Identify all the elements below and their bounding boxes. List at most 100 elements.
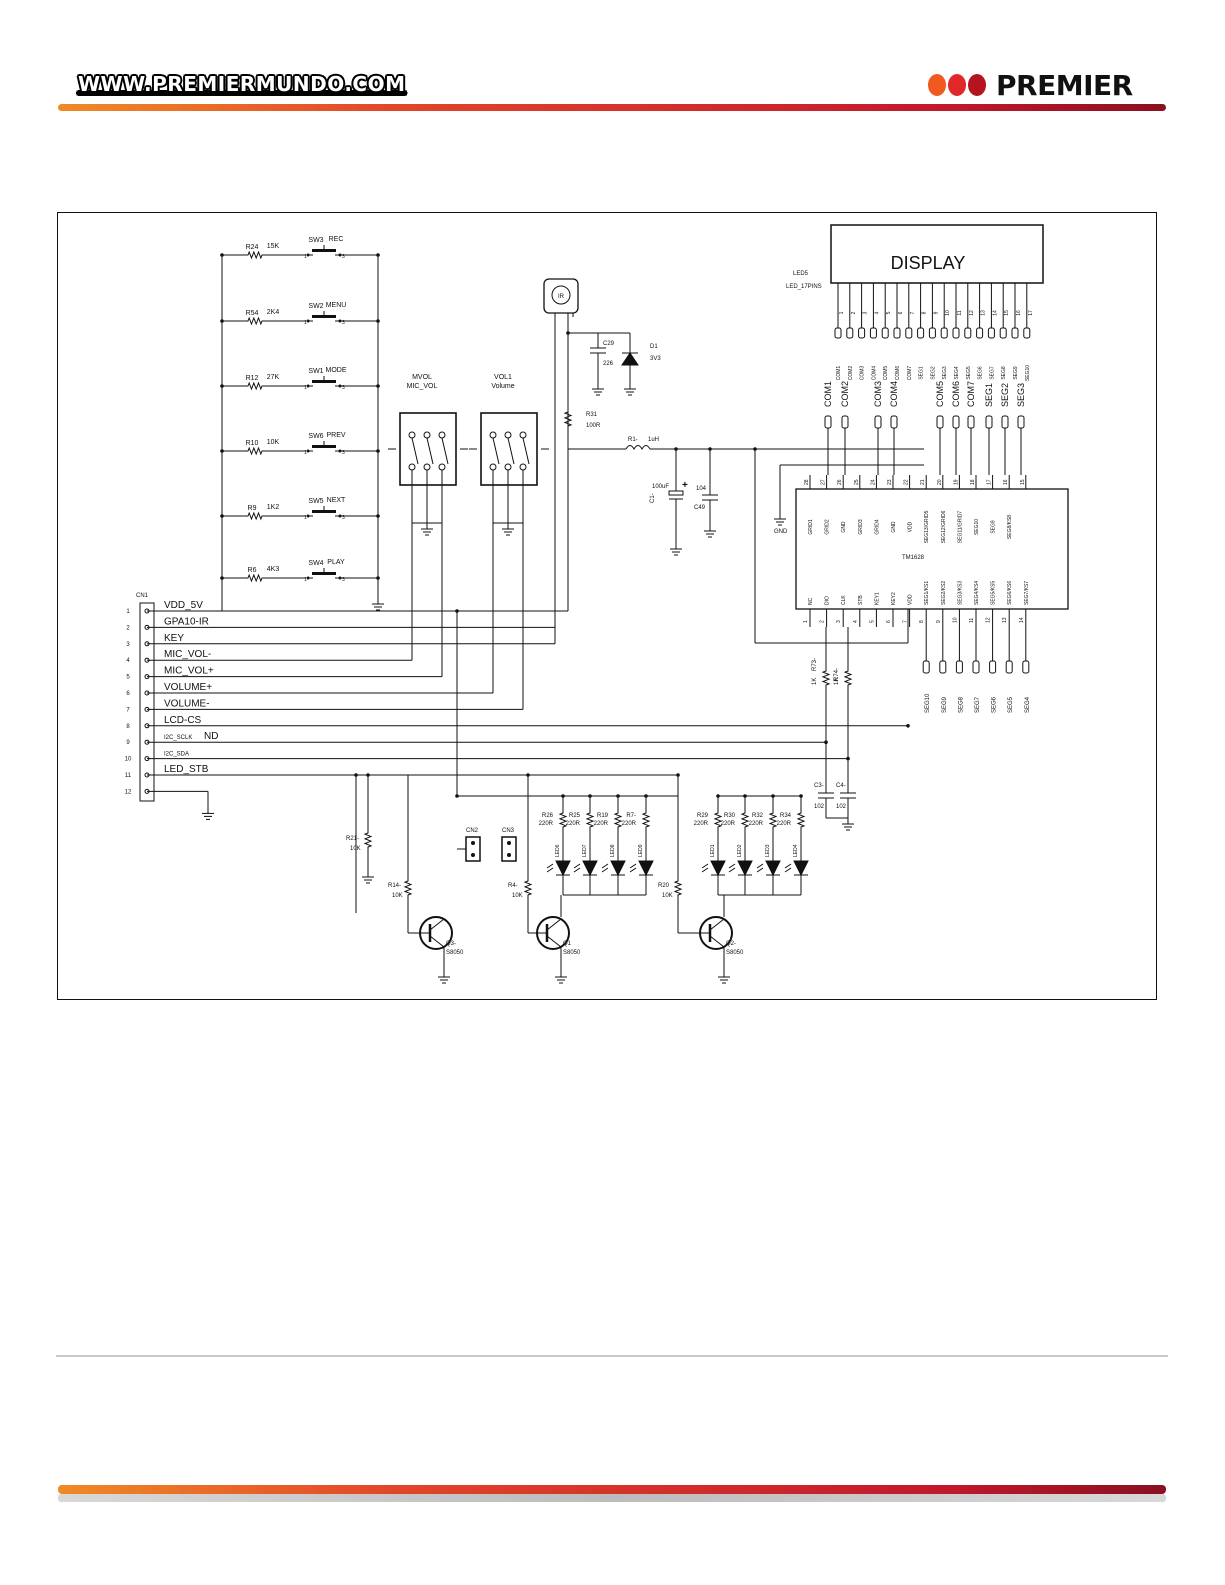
pin-name: SEG7/KS7 bbox=[1024, 581, 1030, 605]
switch-name: REC bbox=[329, 236, 344, 243]
logo-dot-icon bbox=[928, 74, 946, 96]
encoder-body bbox=[399, 412, 457, 486]
pin-number: 8 bbox=[922, 311, 928, 314]
transistor-ref: Q1 bbox=[563, 941, 572, 947]
switch-name: MENU bbox=[326, 302, 347, 309]
net-label: COM6 bbox=[951, 381, 961, 407]
inductor-value: 1uH bbox=[648, 437, 659, 443]
resistor-value: 10K bbox=[392, 893, 403, 899]
cap-value: 102 bbox=[836, 804, 847, 810]
pin-number: 23 bbox=[887, 479, 893, 485]
resistor-symbol bbox=[713, 809, 723, 831]
junction-dot bbox=[354, 773, 358, 777]
website-url[interactable]: WWW.PREMIERMUNDO.COM bbox=[78, 72, 406, 96]
encoder-contact bbox=[438, 431, 446, 439]
encoder-contact bbox=[489, 431, 497, 439]
resistor-value: 1K bbox=[812, 678, 818, 685]
jumper-pin bbox=[471, 853, 475, 857]
net-label: ND bbox=[204, 731, 218, 742]
led-symbol bbox=[710, 860, 726, 877]
resistor-symbol bbox=[563, 403, 573, 435]
resistor-value: 220R bbox=[539, 821, 554, 827]
resistor-symbol bbox=[641, 809, 651, 831]
wire bbox=[429, 918, 445, 931]
pin-name: SEG10 bbox=[1025, 365, 1031, 381]
switch-name: PREV bbox=[326, 432, 345, 439]
resistor-ref: R32 bbox=[752, 813, 764, 819]
pin-number: 14 bbox=[992, 310, 998, 316]
resistor-ref: R34 bbox=[780, 813, 792, 819]
pin-number: 3 bbox=[342, 450, 345, 456]
wire bbox=[709, 918, 725, 931]
net-port bbox=[922, 660, 930, 674]
transistor-ref: Q3- bbox=[446, 941, 456, 947]
net-label: SEG5 bbox=[1008, 696, 1014, 713]
net-port bbox=[1001, 415, 1009, 429]
wire bbox=[546, 867, 554, 873]
resistor-symbol bbox=[768, 809, 778, 831]
pin-number: 9 bbox=[936, 620, 942, 623]
led-symbol bbox=[610, 860, 626, 877]
inductor-ref: R1- bbox=[628, 437, 638, 443]
net-label: SEG7 bbox=[975, 696, 981, 713]
pin-name: SEG12/GRID6 bbox=[941, 510, 947, 543]
resistor-value: 220R bbox=[777, 821, 792, 827]
footer-bar-shadow bbox=[58, 1494, 1166, 1502]
ic-name: TM1628 bbox=[902, 555, 925, 561]
net-port bbox=[824, 415, 832, 429]
pin-name: SEG9 bbox=[1013, 366, 1019, 380]
pin-name: GRID2 bbox=[825, 519, 831, 535]
gnd-label: GND bbox=[774, 529, 788, 535]
display-pin bbox=[940, 327, 948, 339]
net-port bbox=[972, 660, 980, 674]
pin-name: COM5 bbox=[883, 366, 889, 381]
pin-number: 1 bbox=[304, 320, 307, 326]
pin-name: SEG9 bbox=[991, 520, 997, 534]
encoder-body bbox=[480, 412, 538, 486]
pin-number: 4 bbox=[853, 620, 859, 623]
net-port bbox=[989, 660, 997, 674]
switch-actuator bbox=[312, 445, 336, 448]
connector-body bbox=[139, 602, 155, 802]
resistor-symbol bbox=[222, 573, 288, 583]
pin-number: 14 bbox=[1019, 617, 1025, 623]
pin-name: GND bbox=[841, 521, 847, 533]
jumper-ref: CN3 bbox=[502, 828, 515, 834]
switch-actuator bbox=[312, 572, 336, 575]
jumper-body bbox=[465, 836, 481, 862]
encoder-contact bbox=[423, 431, 431, 439]
resistor-value: 10K bbox=[662, 893, 673, 899]
pin-number: 3 bbox=[342, 385, 345, 391]
pin-name: COM6 bbox=[895, 366, 901, 381]
resistor-value: 220R bbox=[749, 821, 764, 827]
brand-name: PREMIER bbox=[996, 68, 1133, 102]
encoder-ref: VOL1 bbox=[494, 374, 512, 381]
pin-number: 7 bbox=[910, 311, 916, 314]
pin-number: 22 bbox=[904, 479, 910, 485]
pin-name: SEG6/KS6 bbox=[1007, 581, 1013, 605]
transistor-part: S8050 bbox=[726, 950, 744, 956]
display-ref: LED5 bbox=[793, 271, 809, 277]
wire bbox=[441, 437, 449, 465]
switch-ref: SW3 bbox=[308, 237, 323, 244]
led-ref: LED8 bbox=[610, 844, 616, 857]
wire bbox=[629, 867, 637, 873]
resistor-symbol bbox=[558, 809, 568, 831]
switch-actuator bbox=[312, 510, 336, 513]
resistor-value: 220R bbox=[721, 821, 736, 827]
resistor-ref: R31 bbox=[586, 412, 598, 418]
resistor-value: 220R bbox=[694, 821, 709, 827]
resistor-ref: R10 bbox=[246, 440, 259, 447]
net-port bbox=[841, 415, 849, 429]
wire bbox=[601, 863, 609, 869]
inductor-symbol bbox=[625, 445, 651, 451]
pin-name: SEG11/GRID7 bbox=[957, 511, 963, 544]
resistor-ref: R30 bbox=[724, 813, 736, 819]
pin-number: 10 bbox=[125, 757, 132, 763]
ir-label: IR bbox=[558, 294, 565, 300]
net-port bbox=[967, 415, 975, 429]
pin-number: 1 bbox=[803, 620, 809, 623]
resistor-value: 10K bbox=[512, 893, 523, 899]
resistor-symbol bbox=[363, 827, 373, 853]
